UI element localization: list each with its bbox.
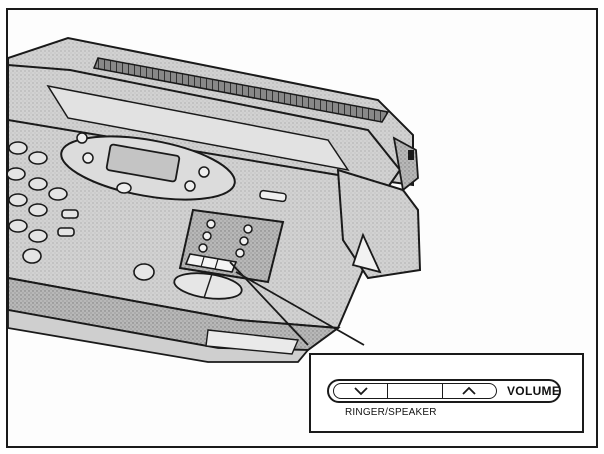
volume-down-button[interactable] [334, 384, 387, 398]
ringer-speaker-label: RINGER/SPEAKER [345, 407, 437, 418]
volume-divider-segment [387, 384, 441, 398]
chevron-up-icon [462, 386, 476, 395]
illustration-frame: VOLUME RINGER/SPEAKER [6, 8, 598, 448]
chevron-down-icon [354, 387, 368, 396]
volume-callout: VOLUME RINGER/SPEAKER [309, 353, 584, 433]
ringer-speaker-volume-control: VOLUME [327, 379, 561, 403]
lcd-display [105, 143, 181, 183]
volume-label: VOLUME [507, 384, 561, 398]
rear-vents [92, 57, 390, 123]
volume-up-button[interactable] [441, 384, 496, 398]
keypad [8, 141, 79, 264]
fax-machine-illustration [8, 36, 422, 363]
